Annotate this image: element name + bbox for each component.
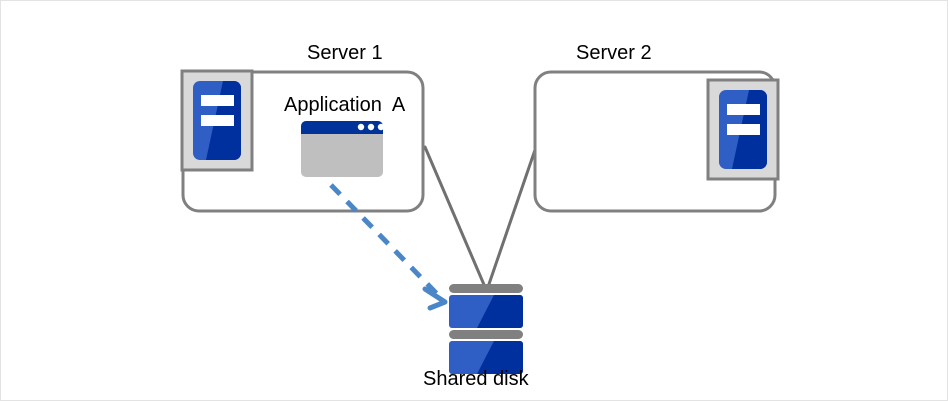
- access-arrowhead-icon: [422, 286, 448, 311]
- disk-platter-bottom: [449, 341, 523, 374]
- connector-lines: [423, 145, 538, 289]
- server1-node[interactable]: [180, 69, 425, 213]
- app-window-icon[interactable]: [301, 121, 385, 177]
- access-arrow: [329, 183, 448, 311]
- application-a-label: Application A: [284, 94, 406, 116]
- server2-icon-panel: [706, 78, 780, 181]
- server-icon-bar-top: [201, 95, 234, 106]
- disk-bar-top: [449, 284, 523, 293]
- disk-platter-top: [449, 295, 523, 328]
- shared-disk-node[interactable]: [449, 284, 523, 374]
- server1-title: Server 1: [307, 42, 383, 64]
- server-icon-bar-bottom: [201, 115, 234, 126]
- app-window-body: [301, 121, 383, 177]
- server-icon: [719, 90, 767, 169]
- connector-server2-to-disk: [486, 145, 538, 289]
- access-arrow-line: [329, 183, 443, 300]
- shared-disk-label: Shared disk: [423, 368, 529, 390]
- app-window-dot-2: [367, 123, 375, 131]
- server-icon-bar-bottom: [727, 124, 760, 135]
- connector-server1-to-disk: [423, 145, 487, 289]
- server-icon: [193, 81, 241, 160]
- app-window-dot-3: [377, 123, 385, 131]
- app-window-dot-1: [357, 123, 365, 131]
- server2-node[interactable]: [533, 70, 780, 213]
- disk-bar-bottom: [449, 330, 523, 339]
- server-icon-bar-top: [727, 104, 760, 115]
- server2-title: Server 2: [576, 42, 652, 64]
- server1-icon-panel: [180, 69, 254, 172]
